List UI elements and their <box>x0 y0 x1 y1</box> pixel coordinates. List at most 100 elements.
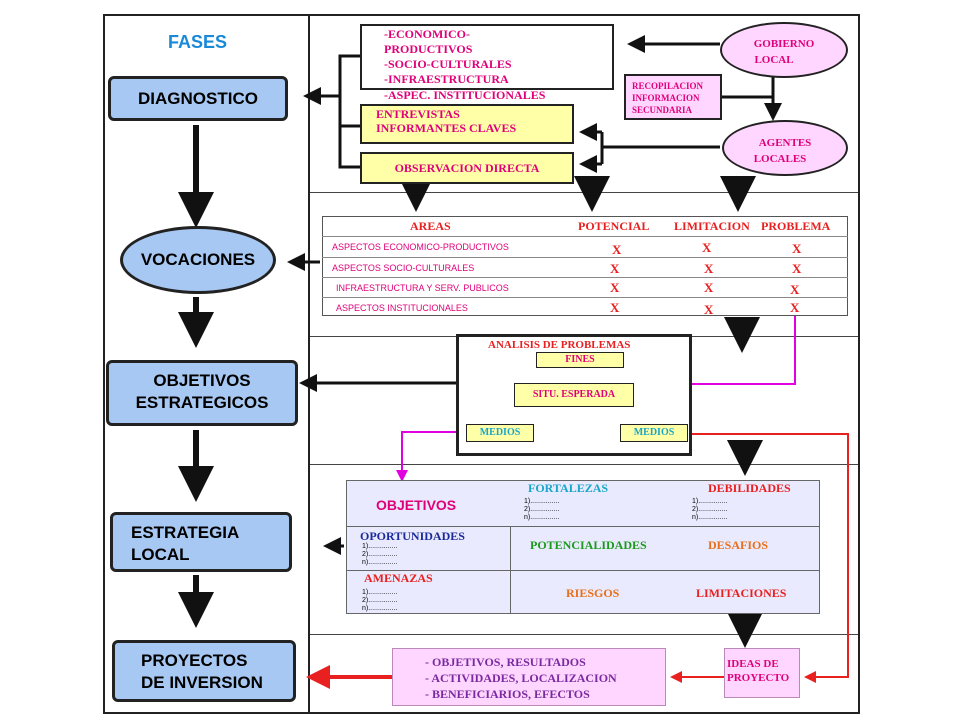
list-item: 1)............... <box>524 498 560 505</box>
row-divider-4 <box>310 634 858 635</box>
table-mark: X <box>792 241 802 256</box>
phase-diagnostico: DIAGNOSTICO <box>108 76 288 121</box>
foda-horizontal-rule <box>346 570 820 571</box>
aspects-box: -ECONOMICO- PRODUCTIVOS -SOCIO-CULTURALE… <box>360 24 614 90</box>
table-header-problema: PROBLEMA <box>761 219 831 233</box>
phase-objetivos-label-2: ESTRATEGICOS <box>135 393 269 412</box>
list-item: 2)............... <box>692 506 728 513</box>
list-item: 2)............... <box>362 551 398 558</box>
table-header-areas: AREAS <box>410 219 451 233</box>
foda-limitaciones: LIMITACIONES <box>696 586 787 600</box>
table-header-potencial: POTENCIAL <box>578 219 650 233</box>
table-header-limitacion: LIMITACION <box>674 219 750 233</box>
list-item: n)............... <box>692 514 728 521</box>
gobierno-local-node: GOBIERNO LOCAL <box>720 22 848 78</box>
aspect-line: -INFRAESTRUCTURA <box>384 72 509 86</box>
aspect-line: PRODUCTIVOS <box>384 42 473 56</box>
table-row-area: ASPECTOS SOCIO-CULTURALES <box>332 263 475 273</box>
debilidades-list: 1)............... 2)............... n)..… <box>692 498 727 522</box>
foda-desafios: DESAFIOS <box>708 538 769 552</box>
phase-vocaciones-label: VOCACIONES <box>140 250 256 269</box>
table-mark: X <box>704 261 714 276</box>
oportunidades-list: 1)............... 2)............... n)..… <box>362 543 397 567</box>
entrevistas-label-2: INFORMANTES CLAVES <box>376 121 517 135</box>
phase-estrategia-local: ESTRATEGIA LOCAL <box>110 512 292 572</box>
phase-proyectos-inversion: PROYECTOS DE INVERSION <box>112 640 296 702</box>
agentes-bracket <box>579 123 720 173</box>
fines-label: FINES <box>565 354 595 365</box>
observacion-label: OBSERVACION DIRECTA <box>394 161 540 175</box>
table-mark: X <box>704 280 714 295</box>
table-mark: X <box>790 282 800 297</box>
amenazas-list: 1)............... 2)............... n)..… <box>362 589 397 613</box>
diagnostico-bracket <box>303 54 360 169</box>
situ-esperada-box: SITU. ESPERADA <box>514 383 634 407</box>
table-row-area: ASPECTOS INSTITUCIONALES <box>336 303 468 313</box>
areas-table-row-rule <box>322 277 848 278</box>
aspect-line-institucionales: -ASPEC. INSTITUCIONALES <box>384 88 546 102</box>
table-mark: X <box>612 242 622 257</box>
areas-table <box>322 216 848 316</box>
table-mark: X <box>792 261 802 276</box>
situ-esperada-label: SITU. ESPERADA <box>532 389 616 400</box>
gobierno-label-2: LOCAL <box>754 54 794 66</box>
fines-box: FINES <box>536 352 624 368</box>
aspect-line: -ECONOMICO- <box>384 27 470 41</box>
column-divider <box>308 15 310 713</box>
areas-table-row-rule <box>322 297 848 298</box>
medios-left-label: MEDIOS <box>479 427 521 438</box>
phase-proyectos-label-2: DE INVERSION <box>141 673 263 692</box>
phase-proyectos-label-1: PROYECTOS <box>141 651 248 670</box>
foda-objetivos: OBJETIVOS <box>376 497 457 513</box>
proyectos-detail-line: - ACTIVIDADES, LOCALIZACION <box>425 671 617 685</box>
agentes-locales-node: AGENTES LOCALES <box>722 120 848 176</box>
medios-left-box: MEDIOS <box>466 424 534 442</box>
phase-estrategia-label-1: ESTRATEGIA <box>131 523 240 542</box>
ideas-label-1: IDEAS DE <box>727 658 779 670</box>
observacion-box: OBSERVACION DIRECTA <box>360 152 574 184</box>
ideas-proyecto-box: IDEAS DE PROYECTO <box>724 648 800 698</box>
entrevistas-label-1: ENTREVISTAS <box>376 107 460 121</box>
table-row-area: INFRAESTRUCTURA Y SERV. PUBLICOS <box>336 283 509 293</box>
recopilacion-line: SECUNDARIA <box>632 105 693 115</box>
phase-estrategia-label-2: LOCAL <box>131 545 190 564</box>
analisis-title: ANALISIS DE PROBLEMAS <box>488 339 631 351</box>
entrevistas-box: ENTREVISTAS INFORMANTES CLAVES <box>360 104 574 144</box>
list-item: n)............... <box>524 514 560 521</box>
proyectos-detail-line: - OBJETIVOS, RESULTADOS <box>425 655 586 669</box>
agentes-label-2: LOCALES <box>753 153 807 165</box>
recopilacion-box: RECOPILACION INFORMACION SECUNDARIA <box>624 74 722 120</box>
gobierno-label-1: GOBIERNO <box>753 38 815 50</box>
list-item: n)............... <box>362 559 398 566</box>
list-item: 1)............... <box>362 589 398 596</box>
foda-fortalezas: FORTALEZAS <box>528 481 609 495</box>
phase-diagnostico-label: DIAGNOSTICO <box>138 88 258 108</box>
recopilacion-line: RECOPILACION <box>632 81 704 91</box>
foda-potencialidades: POTENCIALIDADES <box>530 538 647 552</box>
foda-debilidades: DEBILIDADES <box>708 481 791 495</box>
foda-matrix <box>346 480 820 614</box>
fases-title: FASES <box>168 32 228 52</box>
table-mark: X <box>704 302 714 317</box>
proyectos-details-box: - OBJETIVOS, RESULTADOS - ACTIVIDADES, L… <box>392 648 666 706</box>
phase-objetivos-estrategicos: OBJETIVOS ESTRATEGICOS <box>106 360 298 426</box>
table-mark: X <box>610 280 620 295</box>
foda-oportunidades: OPORTUNIDADES <box>360 529 465 543</box>
diagram-frame <box>103 14 860 714</box>
foda-horizontal-rule <box>346 526 820 527</box>
list-item: 1)............... <box>692 498 728 505</box>
table-mark: X <box>790 300 800 315</box>
ideas-label-2: PROYECTO <box>727 672 790 684</box>
table-mark: X <box>702 240 712 255</box>
areas-table-row-rule <box>322 257 848 258</box>
list-item: 2)............... <box>524 506 560 513</box>
aspect-line: -SOCIO-CULTURALES <box>384 57 512 71</box>
row-divider-3 <box>310 464 858 465</box>
proyectos-detail-line: - BENEFICIARIOS, EFECTOS <box>425 687 590 701</box>
table-mark: X <box>610 261 620 276</box>
medios-right-label: MEDIOS <box>633 427 675 438</box>
fortalezas-list: 1)............... 2)............... n)..… <box>524 498 559 522</box>
list-item: 2)............... <box>362 597 398 604</box>
table-row-area: ASPECTOS ECONOMICO-PRODUCTIVOS <box>332 242 509 252</box>
foda-amenazas: AMENAZAS <box>364 571 433 585</box>
